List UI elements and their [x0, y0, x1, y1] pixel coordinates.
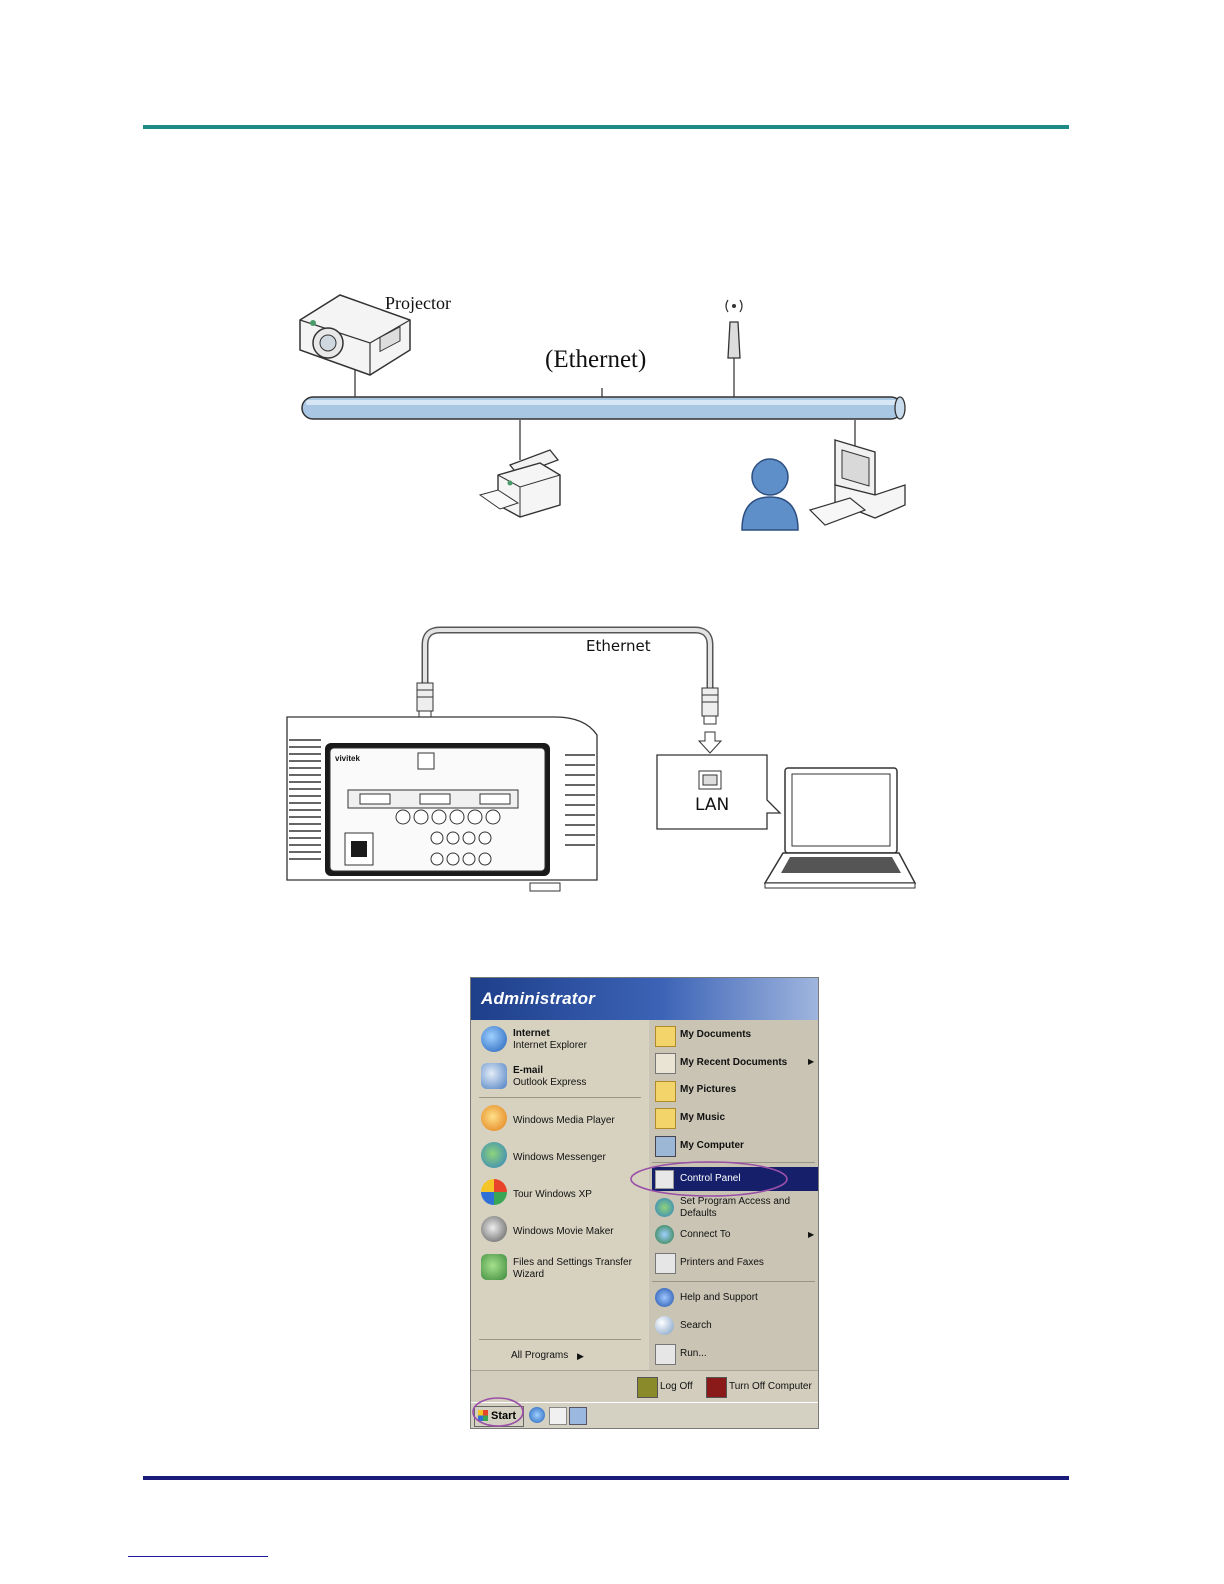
lan-port-label: LAN — [695, 795, 730, 815]
lan-port — [417, 752, 435, 770]
key-icon — [637, 1377, 658, 1398]
printer-icon — [478, 449, 561, 518]
program-access-icon — [655, 1198, 674, 1217]
user-icon — [741, 458, 799, 531]
lan-callout — [656, 754, 782, 830]
folder-pictures-icon — [655, 1081, 676, 1102]
folder-music-icon — [655, 1108, 676, 1129]
connect-to-icon — [655, 1225, 674, 1244]
brand-label: vivitek — [335, 754, 360, 763]
control-panel-icon — [655, 1170, 674, 1189]
separator — [652, 1281, 815, 1282]
start-menu-footer: Log Off Turn Off Computer — [471, 1370, 818, 1403]
arrow-right-icon: ▶ — [808, 1057, 815, 1066]
projector-icon — [299, 294, 411, 376]
internet-explorer-icon — [481, 1026, 507, 1052]
arrow-down-icon — [697, 731, 723, 754]
folder-documents-icon — [655, 1026, 676, 1047]
network-diagram — [299, 294, 906, 531]
quick-launch-desktop-icon[interactable] — [549, 1407, 567, 1425]
rj45-plug-left — [416, 682, 434, 720]
ethernet-cable-label: Ethernet — [586, 637, 651, 655]
projector-rear-panel — [286, 716, 598, 892]
separator — [479, 1097, 641, 1098]
separator — [479, 1339, 641, 1340]
connection-diagram: vivitek — [286, 626, 917, 892]
computer-icon — [655, 1136, 676, 1157]
power-icon — [706, 1377, 727, 1398]
windows-logo-icon — [478, 1410, 488, 1421]
start-menu-header: Administrator — [471, 978, 818, 1020]
user-name: Administrator — [481, 989, 596, 1008]
highlight-circle — [630, 1161, 788, 1197]
access-point-icon — [725, 299, 743, 359]
recent-documents-icon — [655, 1053, 676, 1074]
footnote-rule — [128, 1556, 268, 1557]
ethernet-label: (Ethernet) — [545, 346, 647, 373]
outlook-express-icon — [481, 1063, 507, 1089]
header-rule — [143, 125, 1069, 129]
ethernet-bus — [301, 396, 906, 420]
quick-launch-media-icon[interactable] — [569, 1407, 587, 1425]
printer-icon — [655, 1253, 676, 1274]
taskbar: Start — [471, 1402, 818, 1428]
help-icon — [655, 1288, 674, 1307]
arrow-right-icon: ▶ — [808, 1230, 815, 1239]
desktop-computer-icon — [808, 439, 906, 526]
transfer-wizard-icon — [481, 1254, 507, 1280]
tour-xp-icon — [481, 1179, 507, 1205]
messenger-icon — [481, 1142, 507, 1168]
search-icon — [655, 1316, 674, 1335]
projector-label: Projector — [385, 293, 451, 313]
movie-maker-icon — [481, 1216, 507, 1242]
arrow-right-icon: ▶ — [577, 1351, 584, 1361]
media-player-icon — [481, 1105, 507, 1131]
quick-launch-ie-icon[interactable] — [529, 1407, 545, 1423]
run-icon — [655, 1344, 676, 1365]
start-highlight-circle — [472, 1397, 524, 1427]
footer-rule — [143, 1476, 1069, 1480]
menu-item-control-panel[interactable]: Control Panel — [652, 1167, 818, 1191]
rj45-plug-right — [701, 687, 719, 725]
laptop-icon — [763, 767, 917, 889]
